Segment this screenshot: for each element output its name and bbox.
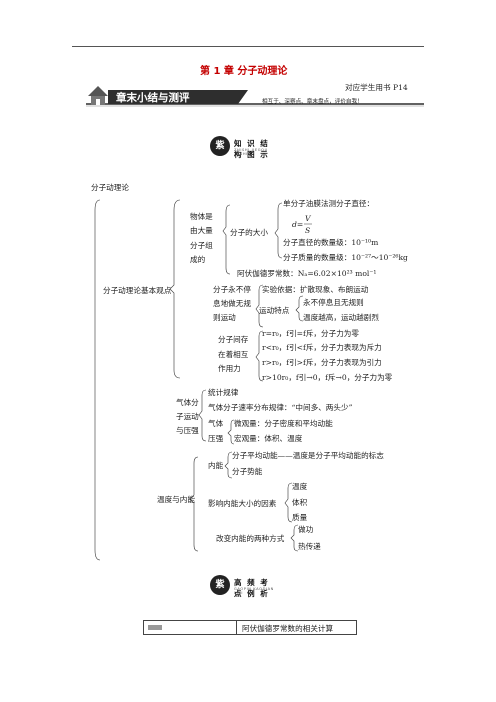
factor-mass: 质量 xyxy=(292,513,308,522)
feature-1: 永不停息且无规则 xyxy=(303,298,364,307)
basic-views-label: 分子动理论基本观点 xyxy=(103,286,172,295)
change-ways-label: 改变内能的两种方式 xyxy=(216,534,285,543)
matter-large-line-1: 物体是 xyxy=(190,212,213,221)
table-label-marker xyxy=(148,625,162,630)
potential-energy: 分子势能 xyxy=(232,467,263,476)
macroscopic-quantity: 宏观量：体积、温度 xyxy=(234,434,303,443)
microscopic-quantity: 微观量：分子密度和平均动能 xyxy=(234,419,333,428)
avogadro-constant: 阿伏伽德罗常数：Nₐ=6.02×10²³ mol⁻¹ xyxy=(237,269,377,278)
motion-label-line-1: 分子永不停 xyxy=(213,285,251,294)
kinetic-energy: 分子平均动能——温度是分子平均动能的标志 xyxy=(232,451,384,460)
top-rule xyxy=(72,46,424,47)
badge-title: 知 识 结 构 图 示 xyxy=(234,139,270,159)
section-banner xyxy=(86,86,424,107)
gas-label-line-1: 气体分 xyxy=(176,398,199,407)
badge-logo-icon: 紫 xyxy=(210,575,230,595)
temp-energy-label: 温度与内能 xyxy=(157,495,195,504)
exam-points-badge: 紫 高 频 考 点 例 析 GAOPIN KAODIAN LIXI xyxy=(210,575,278,598)
badge-title: 高 频 考 点 例 析 xyxy=(234,578,270,598)
inner-energy-label: 内能 xyxy=(208,461,224,470)
matter-large-line-4: 成的 xyxy=(190,255,206,264)
chapter-title: 第 1 章 分子动理论 xyxy=(200,66,288,77)
factor-temperature: 温度 xyxy=(292,482,308,491)
way-heat-transfer: 热传递 xyxy=(298,542,321,551)
force-label-line-3: 作用力 xyxy=(218,364,241,373)
exam-table: 阿伏伽德罗常数的相关计算 xyxy=(143,620,357,635)
factors-label: 影响内能大小的因素 xyxy=(208,499,277,508)
experimental-basis: 实验依据：扩散现象、布朗运动 xyxy=(262,285,369,294)
way-work: 做功 xyxy=(298,525,314,534)
diameter-magnitude: 分子直径的数量级：10⁻¹⁰m xyxy=(283,238,379,247)
statistical-law: 统计规律 xyxy=(208,388,239,397)
motion-label-line-2: 息地做无规 xyxy=(213,299,251,308)
section-banner-title: 章末小结与测评 xyxy=(116,92,190,104)
mass-magnitude: 分子质量的数量级：10⁻²⁷～10⁻²⁶kg xyxy=(283,253,408,262)
force-case-2: r<r₀，f引<f斥，分子力表现为斥力 xyxy=(262,343,382,352)
table-label-cell xyxy=(144,621,237,634)
badge-subtitle: GAOPIN KAODIAN LIXI xyxy=(234,587,274,595)
section-tagline: 相互于、深察点、章末盘点，评价自我！ xyxy=(262,99,363,105)
oil-film-method: 单分子油膜法测分子直径： xyxy=(283,199,375,208)
badge-logo-icon: 紫 xyxy=(210,136,230,156)
matter-large-line-3: 分子组 xyxy=(190,241,213,250)
force-case-4: r>10r₀，f引→0，f斥→0，分子力为零 xyxy=(262,373,393,382)
motion-label-line-3: 则运动 xyxy=(213,313,236,322)
speed-distribution: 气体分子速率分布规律：“中间多、两头少” xyxy=(208,403,353,412)
badge-subtitle: ZHISHI JIEGOU TUSHI xyxy=(234,148,268,156)
pressure-short: 压强 xyxy=(208,434,224,443)
tree-root: 分子动理论 xyxy=(91,183,129,192)
formula-volume: V xyxy=(305,214,311,223)
force-label-line-1: 分子间存 xyxy=(218,335,249,344)
feature-2: 温度越高，运动越剧烈 xyxy=(303,313,379,322)
gas-label-line-3: 与压强 xyxy=(176,426,199,435)
force-case-1: r=r₀，f引=f斥，分子力为零 xyxy=(262,329,359,338)
force-case-3: r>r₀，f引>f斥，分子力表现为引力 xyxy=(262,358,382,367)
gas-label-line-2: 子运动 xyxy=(176,412,199,421)
gas-short: 气体 xyxy=(208,419,224,428)
house-icon xyxy=(88,86,108,105)
factor-volume: 体积 xyxy=(292,498,308,507)
motion-feature-label: 运动特点 xyxy=(259,306,290,315)
table-title-cell: 阿伏伽德罗常数的相关计算 xyxy=(242,624,334,633)
knowledge-structure-badge: 紫 知 识 结 构 图 示 ZHISHI JIEGOU TUSHI xyxy=(210,136,278,159)
matter-large-line-2: 由大量 xyxy=(190,226,213,235)
molecule-size-label: 分子的大小 xyxy=(230,228,268,237)
formula-area: S xyxy=(305,226,311,235)
formula-d: d= xyxy=(292,220,304,229)
force-label-line-2: 在着相互 xyxy=(218,350,249,359)
page-reference: 对应学生用书 P14 xyxy=(345,83,408,92)
